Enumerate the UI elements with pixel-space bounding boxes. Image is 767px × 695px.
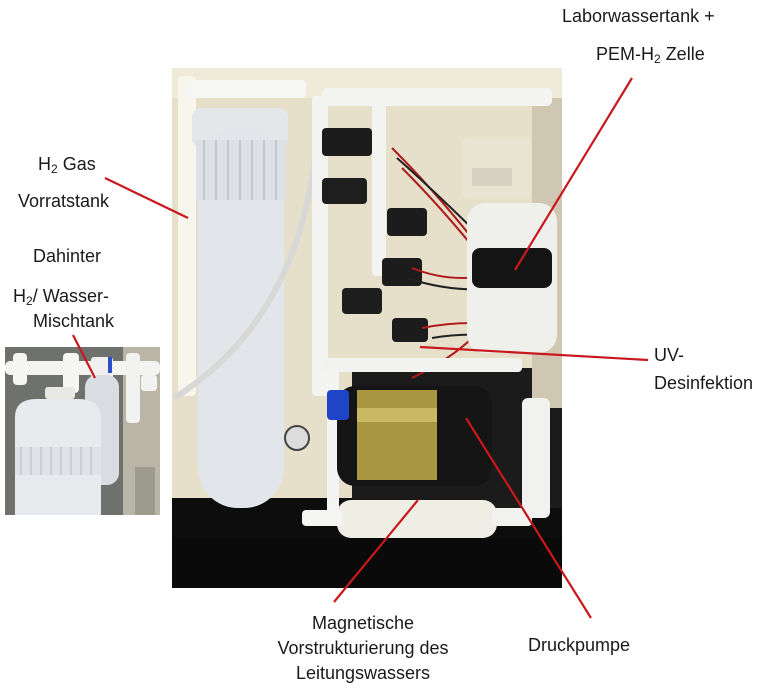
label-mix-h: H: [13, 286, 26, 306]
label-magnetic-3: Leitungswassers: [295, 663, 431, 683]
label-pem-text: Zelle: [660, 44, 705, 64]
label-dahinter: Dahinter: [33, 246, 102, 266]
label-vorratstank: Vorratstank: [18, 191, 110, 211]
label-mischtank: Mischtank: [33, 311, 115, 331]
label-magnetic-2: Vorstrukturierung des: [277, 638, 449, 658]
label-h2-gas-subscript: 2: [51, 162, 58, 176]
label-h2-gas: H2 Gas: [38, 153, 96, 175]
label-pem-cell: PEM-H2 Zelle: [596, 43, 705, 65]
label-magnetic-1: Magnetische: [311, 613, 415, 633]
label-mix-text: / Wasser-: [32, 286, 110, 306]
label-pem-h: PEM-H: [596, 44, 654, 64]
mixing-tank-image: [5, 347, 160, 515]
device-image: [172, 68, 562, 588]
inset-photo-mixing-tank: [5, 347, 160, 515]
label-h2-gas-text: Gas: [57, 154, 96, 174]
label-uv: UV-: [654, 345, 685, 365]
label-laborwassertank: Laborwassertank +: [562, 6, 715, 26]
label-mix-subscript: 2: [26, 294, 33, 308]
label-druckpumpe: Druckpumpe: [528, 635, 631, 655]
label-pem-subscript: 2: [654, 52, 661, 66]
main-device-photo: [172, 68, 562, 588]
label-h2-gas-h: H: [38, 154, 51, 174]
label-mixing-tank: H2/ Wasser-: [13, 285, 109, 307]
label-desinfektion: Desinfektion: [654, 373, 754, 393]
